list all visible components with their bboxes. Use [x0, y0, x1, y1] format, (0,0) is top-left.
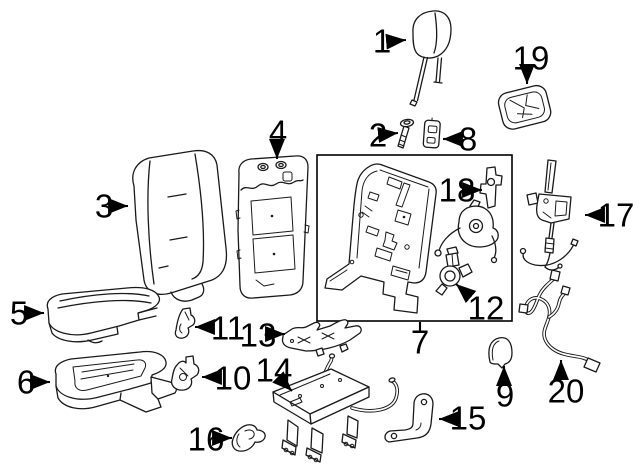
part-11-mount-bracket-inner [174, 307, 196, 339]
callout-3-label: 3 [94, 187, 114, 225]
part-13-latch-support-rail [281, 319, 362, 357]
callout-17-label: 17 [597, 196, 635, 234]
part-7-seat-back-frame [324, 163, 437, 314]
part-14-seat-base-frame [272, 353, 400, 463]
callout-10-label: 10 [214, 359, 252, 397]
callout-12-label: 12 [467, 289, 505, 327]
callout-8-label: 8 [458, 120, 478, 158]
part-17-latch-release-cable [519, 159, 579, 271]
callout-19-label: 19 [512, 39, 550, 77]
callout-15-label: 15 [449, 399, 487, 437]
part-15-support-arm [384, 393, 434, 443]
callout-arrows [24, 33, 605, 446]
part-18-seat-lock-striker [434, 166, 503, 264]
callout-6-label: 6 [16, 363, 36, 401]
part-12-recline-actuator [435, 246, 473, 296]
part-9-hinge-cover [488, 337, 513, 369]
callout-11-label: 11 [210, 309, 246, 347]
callout-20-label: 20 [547, 372, 585, 410]
part-4-seat-back-panel [235, 155, 310, 299]
callout-14-label: 14 [255, 351, 293, 389]
callout-7-label: 7 [410, 323, 430, 361]
callout-4-label: 4 [268, 113, 288, 151]
part-16-pivot-bracket [231, 424, 266, 452]
callout-13-label: 13 [239, 316, 277, 354]
callout-5-label: 5 [9, 294, 29, 332]
part-20-wiring-harness [518, 269, 601, 373]
callout-9-label: 9 [495, 376, 515, 414]
part-10-mount-bracket-outer [170, 355, 200, 391]
callout-2-label: 2 [368, 116, 388, 154]
part-2-headrest-guide-bolt [397, 118, 415, 149]
callout-1-label: 1 [372, 22, 392, 60]
part-5-seat-cushion-upper [46, 286, 161, 344]
part-1-headrest [409, 10, 452, 107]
part-19-latch-bezel [497, 84, 552, 130]
part-3-seat-back-cushion [132, 149, 228, 302]
callout-16-label: 16 [187, 420, 225, 458]
part-8-headrest-guide-sleeve [422, 117, 441, 149]
part-6-seat-cushion-lower [54, 350, 177, 413]
callout-18-label: 18 [438, 171, 476, 209]
